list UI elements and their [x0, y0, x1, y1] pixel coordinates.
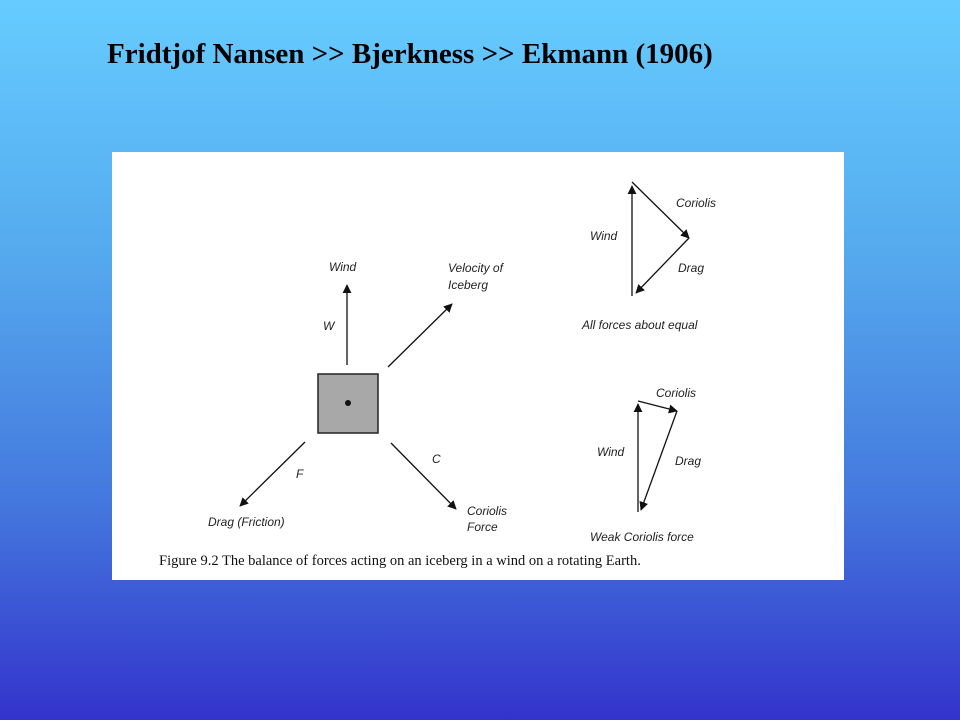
iceberg-center-dot: [345, 400, 351, 406]
triangle-weak-coriolis-label: Coriolis: [656, 386, 696, 400]
coriolis-label-line2: Force: [467, 520, 498, 534]
drag-label: Drag (Friction): [208, 515, 285, 529]
coriolis-arrow: [390, 442, 457, 510]
figure-caption: Figure 9.2 The balance of forces acting …: [159, 553, 641, 569]
triangle-equal-caption: All forces about equal: [581, 318, 698, 332]
slide-title: Fridtjof Nansen >> Bjerkness >> Ekmann (…: [107, 38, 713, 70]
triangle-weak-coriolis-arrow: [637, 400, 678, 414]
force-balance-diagram: Wind W Velocity of Iceberg F Drag (Frict…: [159, 181, 716, 569]
drag-arrow: [239, 441, 306, 507]
velocity-arrow: [387, 303, 453, 368]
wind-label: Wind: [329, 260, 357, 274]
triangle-weak-drag-arrow: [639, 410, 678, 511]
triangle-weak-caption: Weak Coriolis force: [590, 530, 694, 544]
figure-panel: Wind W Velocity of Iceberg F Drag (Frict…: [112, 152, 844, 580]
triangle-equal-coriolis-label: Coriolis: [676, 196, 716, 210]
triangle-equal-wind-label: Wind: [590, 229, 618, 243]
triangle-weak-drag-label: Drag: [675, 454, 701, 468]
velocity-label-line2: Iceberg: [448, 278, 488, 292]
velocity-label-line1: Velocity of: [448, 261, 505, 275]
wind-symbol: W: [323, 319, 336, 333]
triangle-equal-coriolis-arrow: [631, 181, 690, 239]
triangle-weak-wind-label: Wind: [597, 445, 625, 459]
triangle-equal-drag-arrow: [635, 237, 690, 294]
coriolis-symbol: C: [432, 452, 441, 466]
coriolis-label-line1: Coriolis: [467, 504, 507, 518]
friction-symbol: F: [296, 467, 304, 481]
triangle-equal-drag-label: Drag: [678, 261, 704, 275]
